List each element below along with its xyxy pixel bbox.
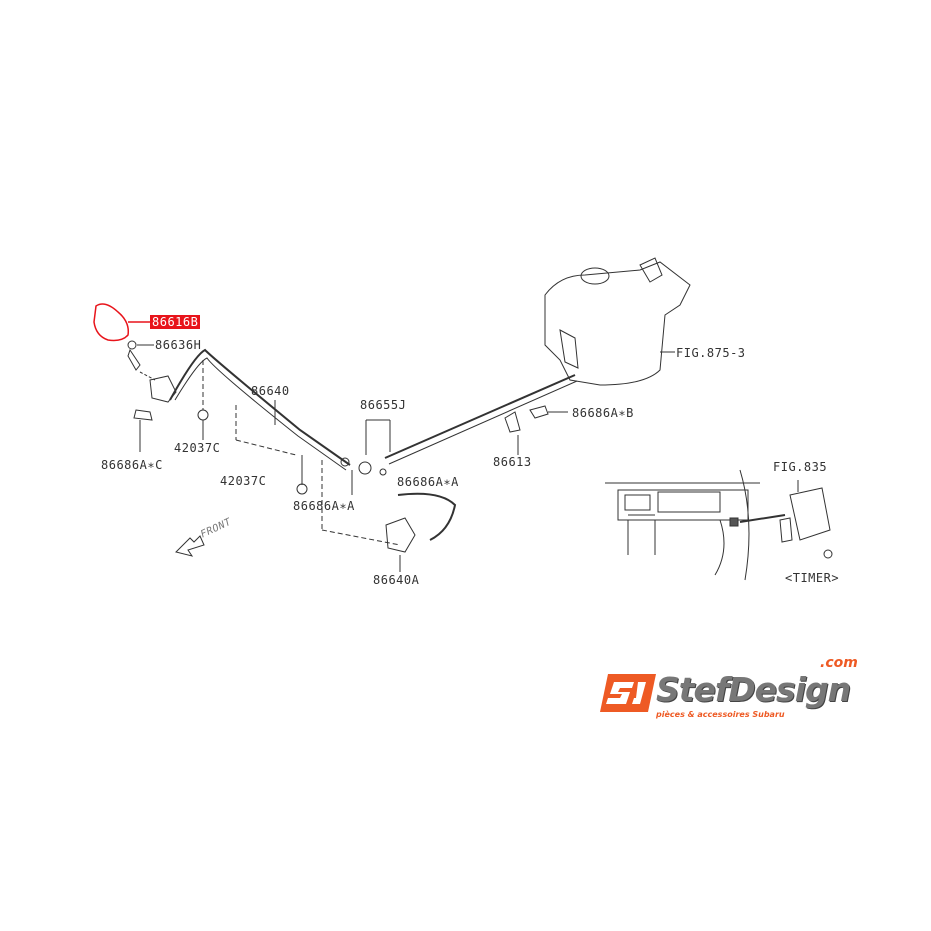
sd-logo-icon — [600, 674, 656, 712]
part-label-86640[interactable]: 86640 — [251, 384, 290, 398]
stefdesign-logo: StefDesign .com pièces & accessoires Sub… — [598, 655, 858, 724]
part-label-86613[interactable]: 86613 — [493, 455, 532, 469]
washer-tank — [544, 261, 691, 386]
part-label-86686A-A[interactable]: 86686A∗A — [293, 499, 355, 513]
logo-domain: .com — [820, 655, 858, 671]
part-label-86655J[interactable]: 86655J — [360, 398, 407, 412]
part-label-86616B[interactable]: 86616B — [150, 315, 201, 329]
part-label-86636H[interactable]: 86636H — [155, 338, 202, 352]
figure-ref-835[interactable]: FIG.835 — [773, 460, 828, 474]
part-label-86686A-B[interactable]: 86686A∗B — [572, 406, 634, 420]
logo-wordmark: StefDesign — [656, 670, 851, 709]
logo-tagline: pièces & accessoires Subaru — [656, 710, 785, 719]
part-label-42037C[interactable]: 42037C — [174, 441, 221, 455]
part-label-86686A-A[interactable]: 86686A∗A — [397, 475, 459, 489]
part-label-42037C[interactable]: 42037C — [220, 474, 267, 488]
figure-ref-875-3[interactable]: FIG.875-3 — [676, 346, 746, 360]
part-label-86640A[interactable]: 86640A — [373, 573, 420, 587]
part-86616B-outline — [93, 303, 130, 342]
front-arrow-icon — [175, 535, 205, 557]
timer-label: <TIMER> — [785, 571, 840, 585]
part-label-86686A-C[interactable]: 86686A∗C — [101, 458, 163, 472]
